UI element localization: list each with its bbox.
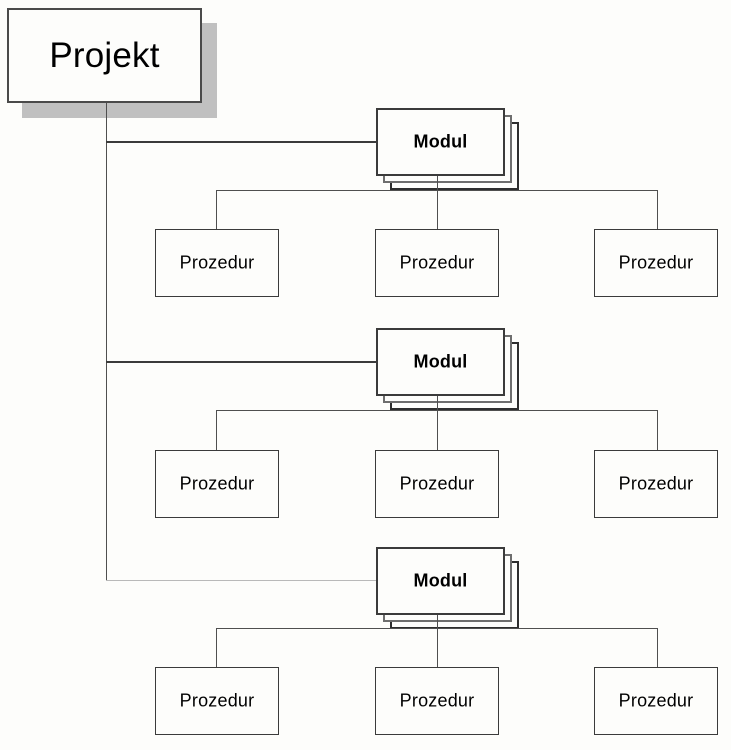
node-modul-1[interactable]: Modul [376,108,519,190]
modul-1-drop-center [437,190,438,229]
prozedur-1-1-label: Prozedur [179,252,255,273]
node-prozedur-3-2[interactable]: Prozedur [375,667,499,735]
modul-2-drop-left [216,410,217,450]
modul-2-drop-center [437,410,438,450]
prozedur-3-1-label: Prozedur [179,690,255,711]
branch-to-modul-3 [106,580,377,581]
node-modul-3[interactable]: Modul [376,547,519,629]
prozedur-2-1-label: Prozedur [179,473,255,494]
modul-1-drop-left [216,190,217,229]
modul-3-drop-left [216,628,217,667]
prozedur-3-2-label: Prozedur [399,690,475,711]
trunk-vertical-main [106,103,107,581]
modul-1-drop-right [657,190,658,229]
projekt-box-face [7,8,202,103]
prozedur-1-3-label: Prozedur [618,252,694,273]
node-prozedur-2-2[interactable]: Prozedur [375,450,499,518]
modul-1-drop [437,176,438,191]
modul-2-drop-right [657,410,658,450]
node-prozedur-3-3[interactable]: Prozedur [594,667,718,735]
modul-3-card-front [376,547,505,615]
modul-2-card-front [376,328,505,396]
modul-3-drop-right [657,628,658,667]
branch-to-modul-1 [106,141,377,143]
prozedur-3-3-label: Prozedur [618,690,694,711]
node-prozedur-1-2[interactable]: Prozedur [375,229,499,297]
branch-to-modul-2 [106,361,377,363]
modul-3-drop-center [437,628,438,667]
modul-2-drop [437,396,438,411]
node-prozedur-1-1[interactable]: Prozedur [155,229,279,297]
node-prozedur-2-3[interactable]: Prozedur [594,450,718,518]
prozedur-1-2-label: Prozedur [399,252,475,273]
prozedur-2-2-label: Prozedur [399,473,475,494]
modul-3-drop [437,615,438,629]
node-prozedur-2-1[interactable]: Prozedur [155,450,279,518]
node-prozedur-1-3[interactable]: Prozedur [594,229,718,297]
prozedur-2-3-label: Prozedur [618,473,694,494]
node-prozedur-3-1[interactable]: Prozedur [155,667,279,735]
node-modul-2[interactable]: Modul [376,328,519,410]
modul-1-card-front [376,108,505,176]
node-projekt[interactable]: Projekt [7,8,217,118]
